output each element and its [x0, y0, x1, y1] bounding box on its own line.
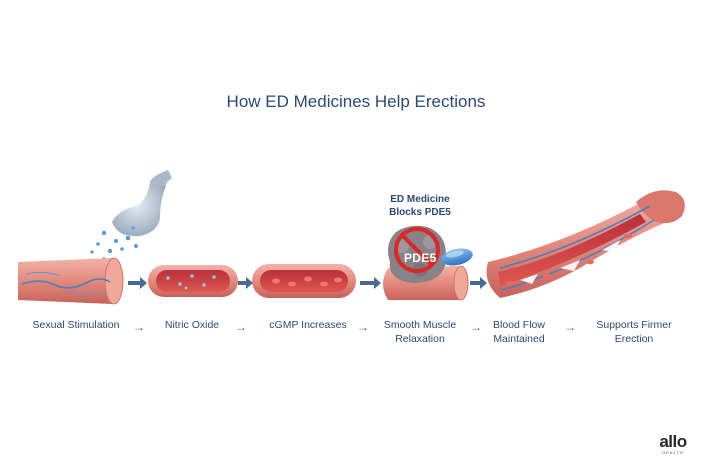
pde5-label: PDE5: [404, 251, 437, 265]
step-label-blood-flow: Blood Flow Maintained: [493, 319, 545, 345]
step-label-cgmp: cGMP Increases: [269, 319, 347, 331]
step-arrow: →: [470, 320, 482, 334]
callout-line-1: ED Medicine: [390, 194, 450, 205]
illustration-arrows: [128, 277, 487, 289]
diagram-title: How ED Medicines Help Erections: [226, 92, 486, 111]
nitric-oxide-droplets: [90, 226, 138, 261]
step-arrow: →: [133, 320, 145, 334]
logo-subtext: HEALTH: [662, 450, 684, 455]
step-arrow: →: [357, 320, 369, 334]
erect-organ-blood-flow: [486, 190, 685, 298]
step-arrow: →: [564, 320, 576, 334]
step-label-sexual-stimulation: Sexual Stimulation: [32, 319, 120, 331]
allo-health-logo: allo HEALTH: [653, 433, 693, 455]
prohibit-icon: [394, 227, 440, 273]
callout-line-2: Blocks PDE5: [389, 207, 451, 218]
logo-wordmark: allo: [659, 432, 687, 451]
pde5-enzyme: [388, 225, 447, 283]
step-label-firmer-erection: Supports Firmer Erection: [596, 319, 672, 345]
tissue-segment-stimulation: [18, 257, 124, 305]
step-label-nitric-oxide: Nitric Oxide: [164, 319, 220, 331]
pill-icon: [441, 248, 473, 266]
nerve-terminal: [112, 170, 172, 237]
vessel-segment-nitric-oxide: [148, 265, 238, 297]
vessel-segment-cgmp: [252, 264, 356, 298]
step-label-smooth-muscle: Smooth Muscle Relaxation: [383, 319, 457, 345]
pde5-callout: ED Medicine Blocks PDE5: [380, 193, 460, 219]
step-arrow: →: [235, 320, 247, 334]
